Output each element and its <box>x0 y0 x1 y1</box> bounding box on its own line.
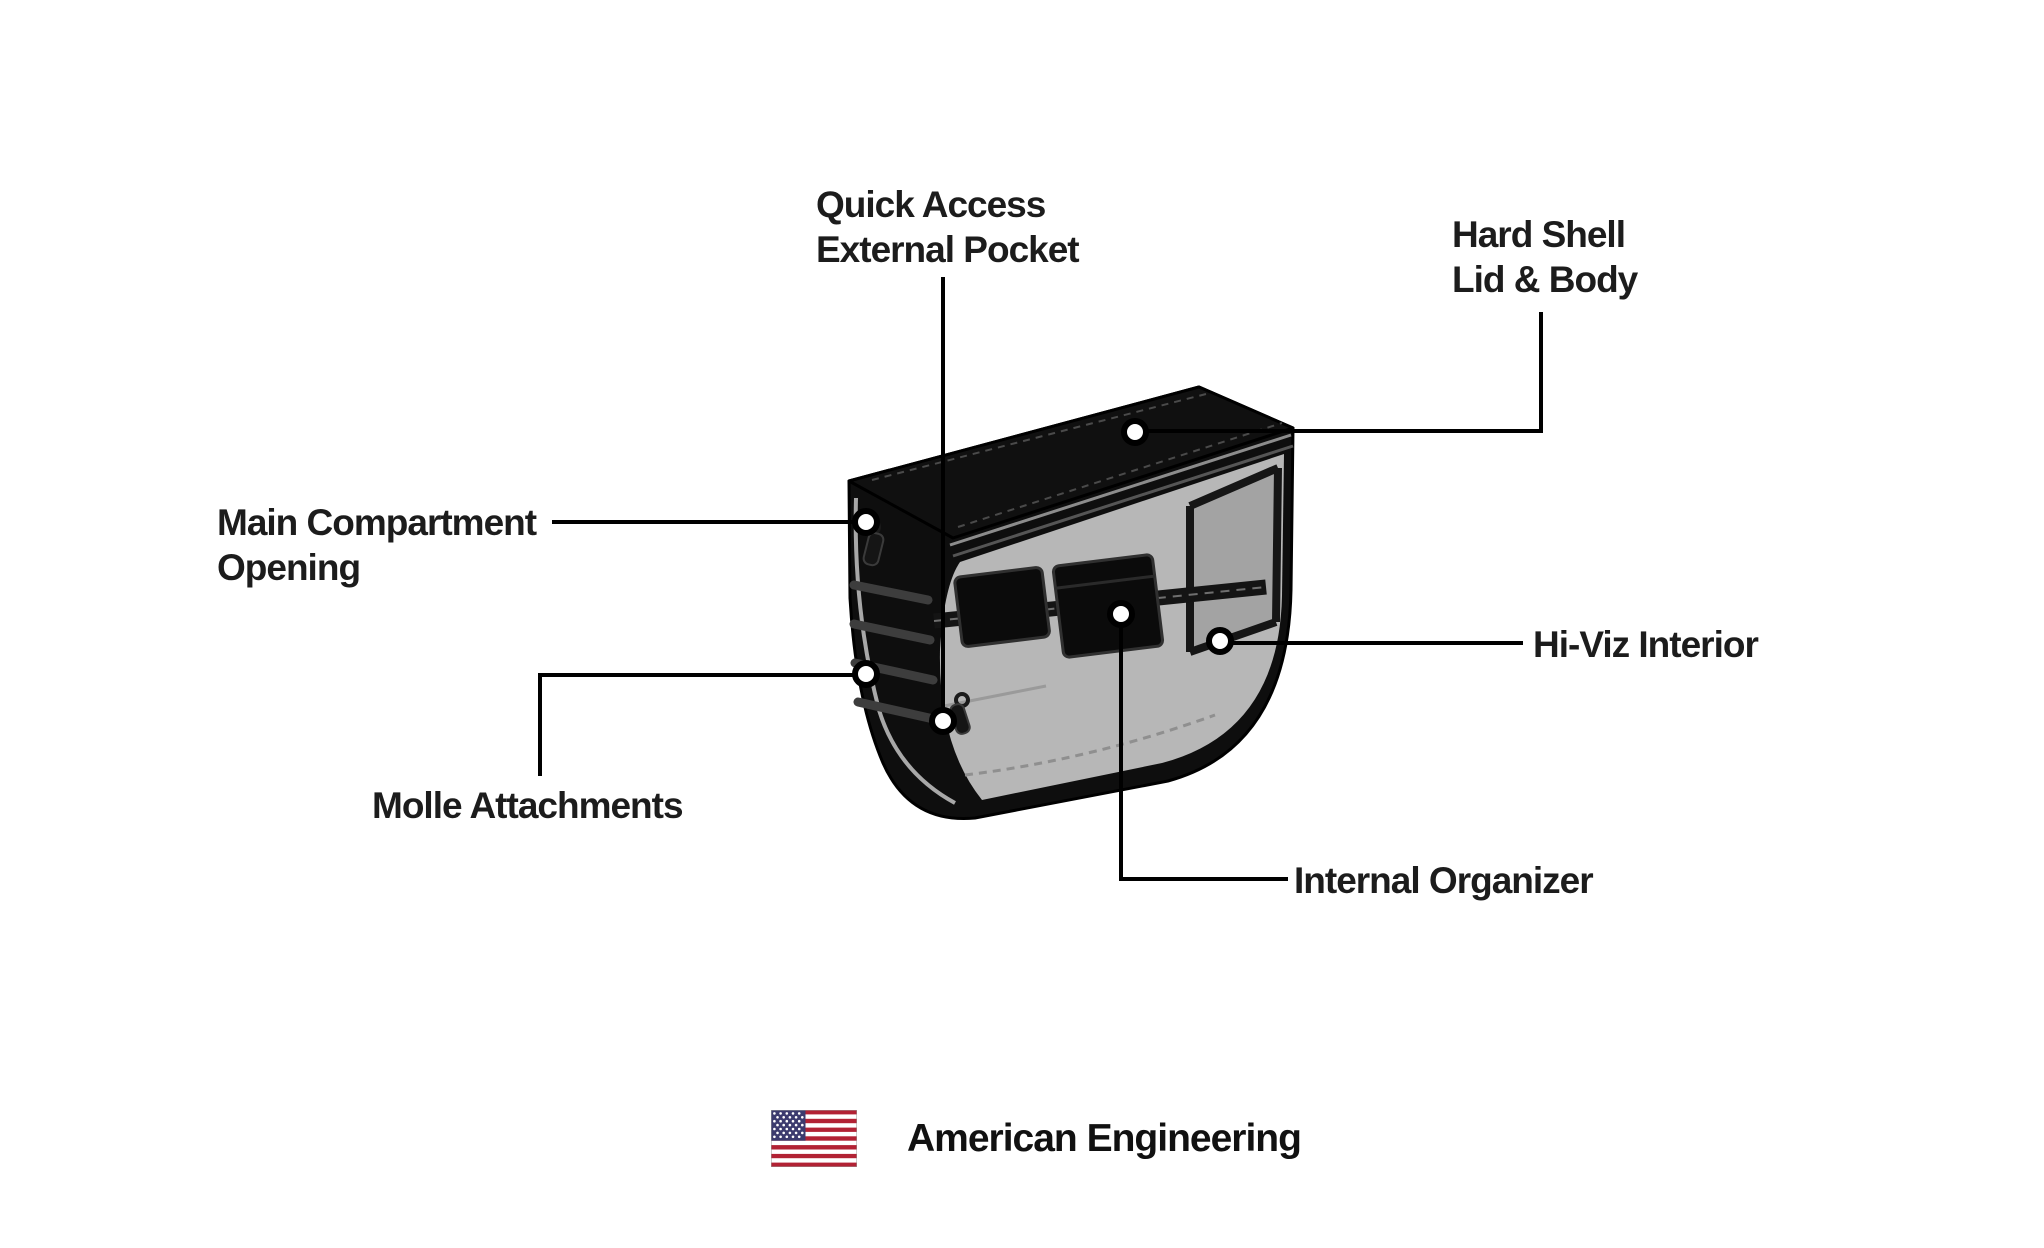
callout-text-line: Lid & Body <box>1452 259 1638 300</box>
dot-quick-access <box>929 707 957 735</box>
callout-label-molle-attachments: Molle Attachments <box>372 783 684 828</box>
callout-text-line: Main Compartment <box>217 502 537 543</box>
interior-frame-lines <box>1186 464 1282 656</box>
lid-zipper-line-1 <box>949 433 1292 547</box>
zipper-pull-main <box>862 532 885 567</box>
callout-label-hard-shell-lid-body: Hard Shell Lid & Body <box>1452 212 1638 302</box>
callout-line-internal-organizer <box>1119 626 1288 881</box>
callout-dots <box>852 418 1234 735</box>
bag-lid <box>847 385 1295 540</box>
lid-zipper-line-2 <box>952 444 1294 558</box>
callout-text-line: Quick Access <box>816 184 1046 225</box>
callout-line-hard-shell <box>1148 312 1543 433</box>
dot-hard-shell <box>1121 418 1149 446</box>
callout-text-line: Internal Organizer <box>1294 860 1594 901</box>
callout-lines <box>538 277 1543 881</box>
footer-tagline: American Engineering <box>770 1109 1302 1168</box>
callout-label-quick-access-external-pocket: Quick Access External Pocket <box>816 182 1080 272</box>
organizer-pocket-large <box>1051 553 1165 659</box>
callout-label-main-compartment-opening: Main Compartment Opening <box>217 500 537 590</box>
us-flag-icon <box>770 1109 858 1168</box>
callout-text-line: Hard Shell <box>1452 214 1626 255</box>
lid-stitch-back <box>871 393 1207 481</box>
dot-hi-viz <box>1206 627 1234 655</box>
callout-label-hi-viz-interior: Hi-Viz Interior <box>1533 622 1759 667</box>
organizer-pocket-small <box>953 566 1051 648</box>
dot-main-compartment <box>852 508 880 536</box>
callout-text-line: Opening <box>217 547 361 588</box>
lid-stitch-front <box>957 422 1283 528</box>
callout-line-molle <box>538 673 853 776</box>
saddlebag-drawing <box>847 385 1295 821</box>
dot-internal-organizer <box>1107 600 1135 628</box>
footer-text: American Engineering <box>907 1116 1302 1160</box>
callout-label-internal-organizer: Internal Organizer <box>1294 858 1594 903</box>
callout-text-line: Molle Attachments <box>372 785 684 826</box>
interior-back-panel <box>1190 468 1278 652</box>
dot-molle <box>852 660 880 688</box>
callout-text-line: External Pocket <box>816 229 1080 270</box>
quick-access-zipper <box>943 684 1047 708</box>
callout-text-line: Hi-Viz Interior <box>1533 624 1759 665</box>
interior-floor-stitch <box>964 713 1216 777</box>
